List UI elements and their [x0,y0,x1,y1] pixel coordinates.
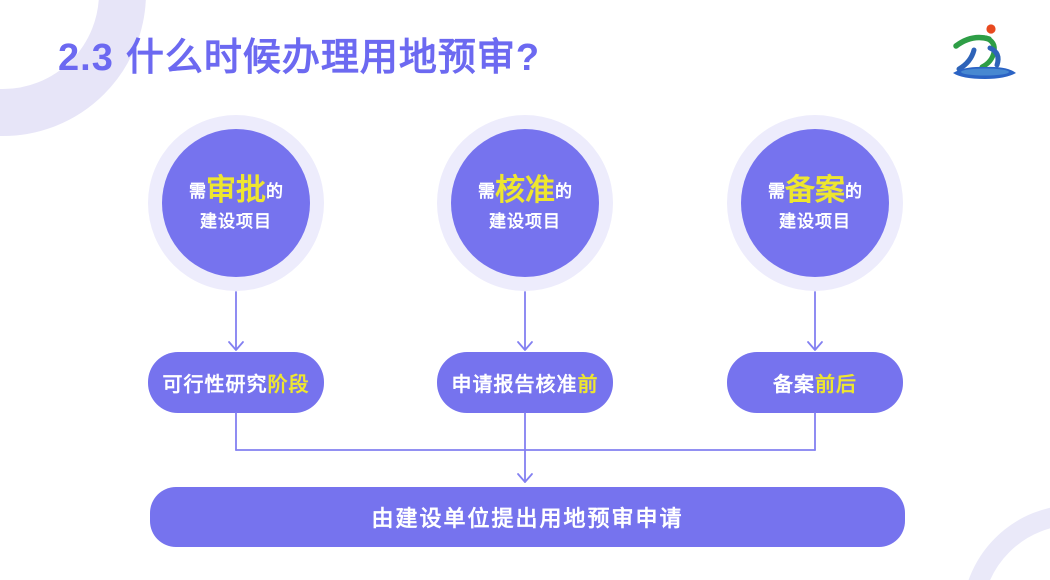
circle-body: 需核准的 建设项目 [451,129,599,277]
circle-body: 需审批的 建设项目 [162,129,310,277]
circle-suffix: 的 [845,181,862,201]
stage-emphasis: 前后 [815,374,857,396]
final-step-text: 由建设单位提出用地预审申请 [371,506,684,531]
decor-ring-bottom-right [962,505,1050,580]
project-circle-verification: 需核准的 建设项目 [437,115,613,291]
project-circle-filing: 需备案的 建设项目 [727,115,903,291]
circle-prefix: 需 [768,181,785,201]
circle-halo: 需备案的 建设项目 [727,115,903,291]
circle-body: 需备案的 建设项目 [741,129,889,277]
final-step-bar: 由建设单位提出用地预审申请 [150,487,905,547]
circle-line1: 需审批的 [189,174,283,209]
circle-line1: 需核准的 [478,174,572,209]
circle-line1: 需备案的 [768,174,862,209]
circle-halo: 需核准的 建设项目 [437,115,613,291]
project-circle-approval: 需审批的 建设项目 [148,115,324,291]
circle-line2: 建设项目 [200,211,272,231]
title-section-number: 2.3 [58,37,114,79]
stage-text: 可行性研究 [162,374,268,396]
circle-halo: 需审批的 建设项目 [148,115,324,291]
circle-line2: 建设项目 [489,211,561,231]
stage-pill-before-approval: 申请报告核准前 [437,352,613,413]
circle-prefix: 需 [478,181,495,201]
title-text: 什么时候办理用地预审? [125,37,541,79]
circle-suffix: 的 [555,181,572,201]
stage-text: 申请报告核准 [451,374,578,396]
circle-prefix: 需 [189,181,206,201]
circle-line2: 建设项目 [779,211,851,231]
circle-emphasis: 审批 [206,174,266,208]
page-title: 2.3 什么时候办理用地预审? [58,26,540,81]
stage-text: 备案 [773,374,815,396]
circle-suffix: 的 [266,181,283,201]
stage-pill-around-filing: 备案前后 [727,352,903,413]
stage-pill-feasibility: 可行性研究阶段 [148,352,324,413]
circle-emphasis: 核准 [495,174,555,208]
circle-emphasis: 备案 [785,174,845,208]
stage-emphasis: 前 [577,374,599,396]
stage-emphasis: 阶段 [267,374,310,396]
org-logo-icon [953,24,1016,79]
